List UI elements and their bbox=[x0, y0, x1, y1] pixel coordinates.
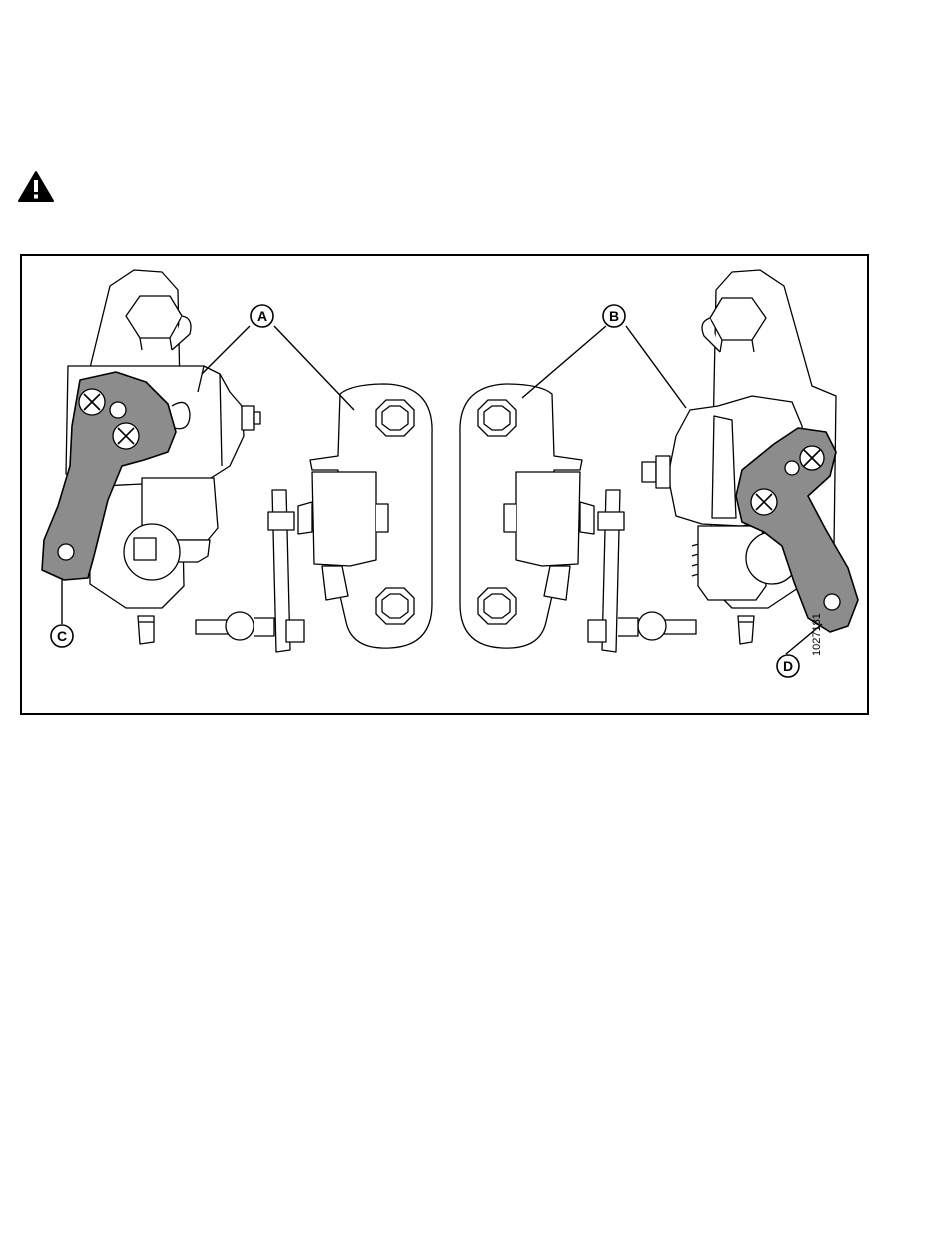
lock-assembly-illustration: A B C D bbox=[22, 256, 871, 717]
left-latch-assembly bbox=[42, 270, 432, 652]
svg-text:B: B bbox=[609, 308, 619, 324]
figure-number: 1027181 bbox=[812, 613, 823, 656]
svg-text:C: C bbox=[57, 628, 67, 644]
warning-triangle-icon bbox=[17, 170, 55, 203]
callout-a: A bbox=[251, 305, 273, 327]
illustration-figure: A B C D bbox=[20, 254, 869, 715]
callout-d: D bbox=[777, 655, 799, 677]
svg-text:D: D bbox=[783, 658, 793, 674]
callout-c: C bbox=[51, 625, 73, 647]
callout-b: B bbox=[603, 305, 625, 327]
right-latch-assembly bbox=[460, 270, 858, 652]
svg-text:A: A bbox=[257, 308, 267, 324]
